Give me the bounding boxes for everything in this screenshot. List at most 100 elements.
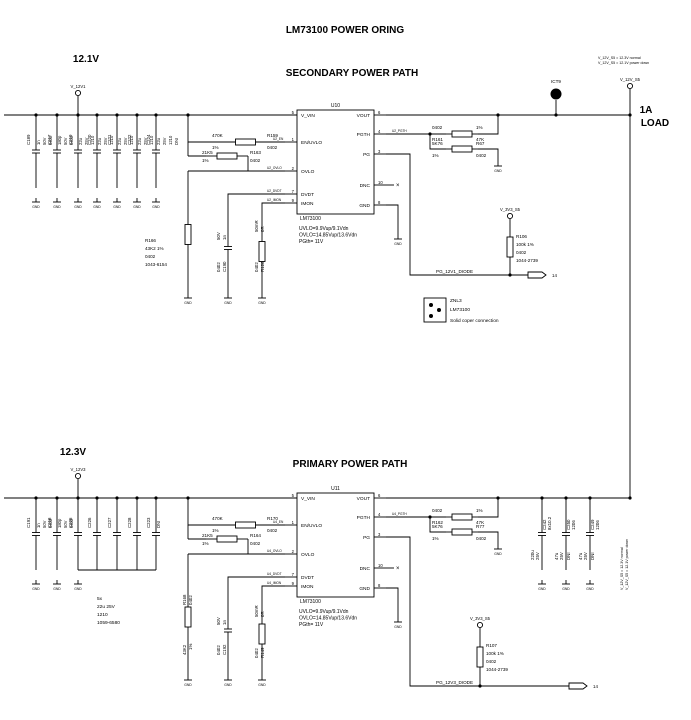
wires (4, 89, 631, 687)
junction-dot (564, 496, 568, 500)
cap-value: 1n (36, 140, 41, 145)
cap-value: 25V (84, 137, 89, 145)
junction-dot (95, 496, 99, 500)
res-tol: 1% (212, 145, 219, 150)
res-ref: R77 (476, 524, 485, 529)
bottom-section-heading: PRIMARY POWER PATH (293, 459, 408, 470)
dni-mark: DNI (566, 552, 571, 560)
rail-label: V_12V3 (71, 467, 87, 472)
bulk-cap-note: 1210 (97, 612, 108, 618)
ic-pin-name: PGTH (357, 132, 371, 138)
res-ref: R170 (267, 516, 278, 521)
cap-value: 47u (578, 552, 583, 560)
net-label: U2_EN (273, 137, 284, 141)
cap-ref: C217 (47, 134, 52, 145)
resistor-body (451, 130, 473, 138)
gnd-label: GND (133, 205, 141, 209)
res-size: 0402 (267, 528, 278, 533)
bottom-voltage-label: 12.3V (60, 447, 86, 458)
junction-dot (508, 273, 512, 277)
resistor-body (216, 535, 238, 543)
en-feed (187, 115, 206, 143)
res-ref: R166 (145, 238, 156, 243)
res-value: 21K5 (202, 150, 213, 155)
net-label: U2_DVDT (267, 189, 282, 193)
ic-pin-num: 1 (292, 520, 295, 525)
ic-pin-name: IMON (301, 201, 314, 207)
cap-ref: C224 (146, 134, 151, 145)
cap-value: 25V (103, 137, 108, 145)
junction-dot (428, 132, 432, 136)
ic-pin-name: PG (363, 152, 370, 158)
load-label-1a: 1A (640, 105, 653, 116)
junction-dot (55, 113, 59, 117)
res-ref: R107 (486, 643, 497, 648)
testpoint-label: ICT9 (551, 79, 561, 84)
gnd-label: GND (562, 587, 570, 591)
ic-pin-name: IMON (301, 584, 314, 590)
ic-pin-num: 10 (378, 563, 383, 568)
res-value: 50mR (254, 220, 259, 232)
cap-size: 1206 (571, 520, 576, 530)
pgth-top (478, 115, 499, 135)
res-size: 0402 (254, 262, 259, 272)
cap-value: 22u (117, 137, 122, 145)
ic-pin-name: OVLO (301, 169, 315, 175)
cap-ref: C250 (566, 519, 571, 530)
imon-net (261, 202, 285, 209)
cap-value: 22u (78, 137, 83, 145)
res-ref: R162 (432, 520, 443, 525)
ic-pin-num: 5 (292, 110, 295, 115)
pg-net-label: PG_12V1_DIODE (436, 269, 473, 274)
pgth-gnd-lead (478, 531, 499, 545)
ic-body (296, 492, 375, 598)
ic-note: PGth= 11V (299, 239, 324, 245)
cap-value: 50V (216, 617, 221, 625)
junction-dot (540, 496, 544, 500)
ic-pin-num: 5 (292, 493, 295, 498)
junction-dot (496, 496, 500, 500)
headings: LM73100 POWER ORING 12.1V SECONDARY POWE… (60, 25, 669, 590)
gnd-label: GND (494, 552, 502, 556)
cap-value: 1n (36, 523, 41, 528)
ic-pin-name: DNC (360, 566, 371, 572)
top-note-line-1: V_12V_S5 = 12.3V normal (598, 56, 641, 60)
pgth-gnd-lead (478, 148, 499, 162)
resistor-body (235, 138, 256, 146)
cap-value: 22u (137, 137, 142, 145)
ic-pin-name: EN/UVLO (301, 523, 322, 529)
junction-dot (428, 515, 432, 519)
cap-value: 25V (123, 137, 128, 145)
junction-dot (34, 496, 38, 500)
cap-value: 1210 (109, 135, 114, 145)
znl-pad (429, 314, 433, 318)
cap-ref: C192 (222, 644, 227, 655)
dvdt-net (227, 576, 285, 585)
top-section-heading: SECONDARY POWER PATH (286, 68, 418, 79)
res-ref: R67 (476, 141, 485, 146)
gnd-label: GND (258, 683, 266, 687)
cap-value: 0402 (48, 518, 53, 528)
junction-dot (34, 113, 38, 117)
dvdt-net (227, 193, 285, 202)
components (34, 82, 634, 690)
cap-ref: C189 (26, 134, 31, 145)
znl-body (423, 297, 447, 323)
ic-pin-name: DNC (360, 183, 371, 189)
cap-value: 50V (216, 232, 221, 240)
cap-value: 220u (530, 550, 535, 560)
res-value: 43K2 1% (145, 246, 164, 251)
res-tol: 1% (432, 536, 439, 541)
offpage-ref: 14 (593, 684, 598, 689)
ic-note: UVLO=9.9Vup/9.1Vdn (299, 226, 349, 232)
ic-pin-num: 6 (378, 493, 381, 498)
pg-net (386, 153, 528, 276)
gnd-label: GND (258, 301, 266, 305)
cap-value: 25V (162, 137, 167, 145)
cap-value: 22u (156, 137, 161, 145)
res-tol: 1% (212, 528, 219, 533)
gnd-label: GND (32, 205, 40, 209)
net-label: U2_IMON (267, 198, 282, 202)
junction-dot (554, 113, 558, 117)
net-label: U2_PGTH (392, 129, 407, 133)
